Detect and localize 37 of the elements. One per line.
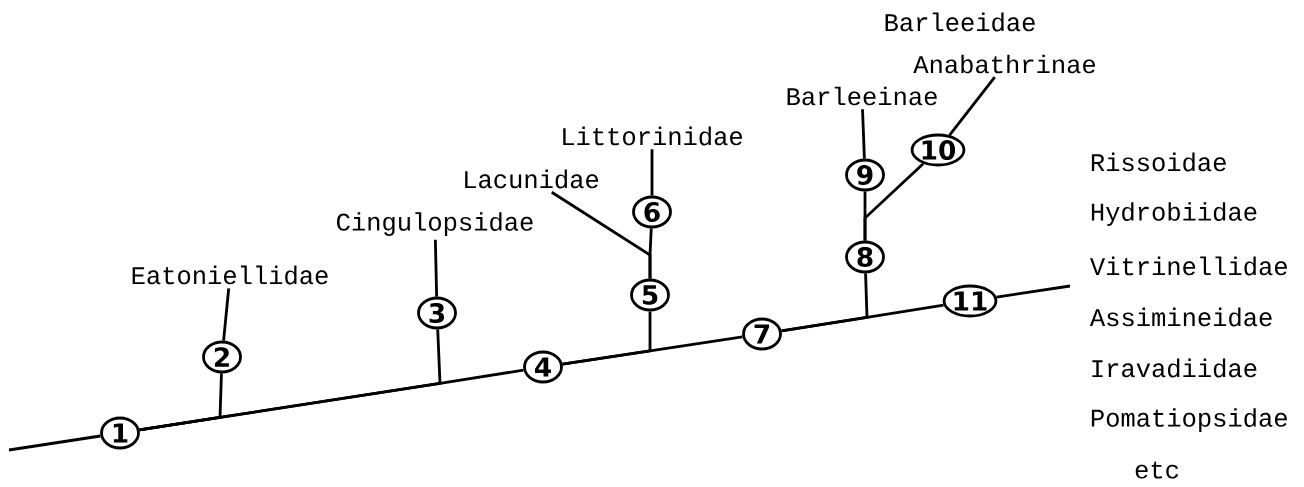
numbered-oval: 10 (910, 133, 966, 167)
taxon-label: Barleeinae (787, 86, 937, 106)
branch-line (861, 109, 866, 159)
taxon-label: Littorinidae (563, 126, 743, 146)
branch-line (8, 434, 101, 452)
branch-line (996, 284, 1071, 299)
branch-line (863, 162, 925, 241)
note-text: etc (1135, 461, 1179, 479)
branch-line (433, 239, 439, 297)
branch-line (562, 335, 743, 366)
taxon-label: Vitrinellidae (1090, 256, 1287, 276)
branch-line (781, 303, 944, 333)
branch-line (948, 76, 996, 136)
numbered-oval: 6 (632, 195, 672, 229)
numbered-oval: 8 (845, 240, 885, 274)
branch-line (139, 368, 524, 432)
taxon-label: Anabathrinae (913, 54, 1096, 74)
taxon-label: Pomatiopsidae (1091, 408, 1287, 432)
taxon-label: Eatoniellidae (132, 265, 328, 285)
branch-line (648, 228, 653, 279)
taxon-label: Hydrobiidae (1091, 202, 1257, 226)
taxon-label: Iravadiidae (1092, 358, 1257, 378)
numbered-oval: 11 (942, 284, 998, 318)
taxon-label: Cingulopsidae (337, 212, 533, 236)
numbered-oval: 2 (202, 340, 242, 374)
numbered-oval: 4 (523, 350, 563, 384)
numbered-oval: 3 (417, 296, 457, 330)
taxon-label: Lacunidae (465, 169, 599, 189)
taxon-label: Rissoidae (1091, 152, 1226, 172)
numbered-oval: 7 (742, 317, 782, 351)
branch-line (650, 149, 654, 196)
branch-line (222, 288, 231, 341)
taxon-label: Assimineidae (1089, 307, 1272, 327)
numbered-oval: 1 (100, 416, 140, 450)
numbered-oval: 5 (630, 278, 670, 312)
numbered-oval: 9 (845, 158, 885, 192)
group-label: Barleeidae (885, 12, 1035, 32)
